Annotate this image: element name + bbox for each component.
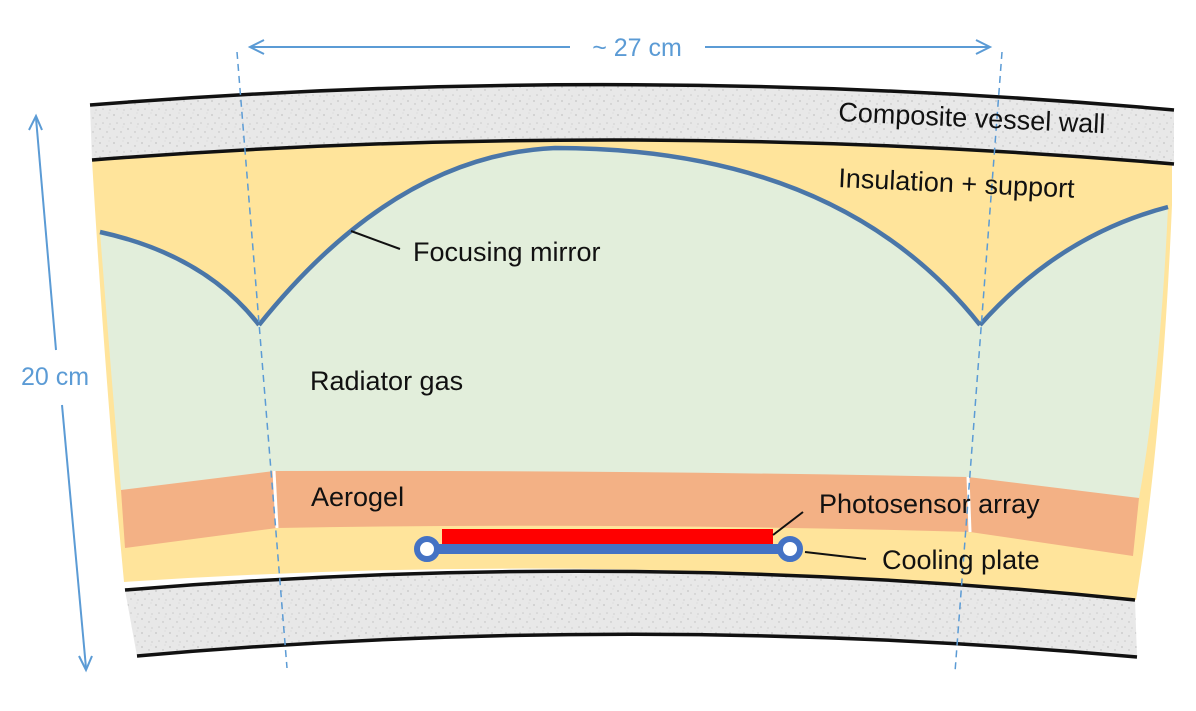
bottom-wall-inner-line bbox=[124, 569, 1136, 602]
cooling-plate-label: Cooling plate bbox=[882, 545, 1040, 575]
height-arrowhead-bottom bbox=[78, 655, 93, 673]
height-dimension-label: 20 cm bbox=[21, 363, 89, 391]
bottom-wall-outer-line bbox=[136, 632, 1138, 659]
cooling-leader-line bbox=[804, 551, 867, 560]
photosensor-array bbox=[442, 529, 773, 544]
sector-boundary-right bbox=[954, 51, 1003, 673]
aerogel-layer bbox=[121, 470, 1139, 556]
top-wall-outer-line bbox=[89, 82, 1175, 112]
photosensor-leader-line bbox=[772, 511, 804, 536]
cooling-plate-right-port bbox=[777, 536, 803, 562]
cooling-plate-left-port bbox=[414, 536, 440, 562]
aerogel-label: Aerogel bbox=[311, 482, 404, 512]
focusing-mirror-label: Focusing mirror bbox=[413, 237, 601, 267]
top-wall-inner-line bbox=[91, 138, 1175, 166]
aerogel-right-seam bbox=[966, 476, 972, 533]
width-dimension-label: ~ 27 cm bbox=[592, 34, 682, 62]
focusing-mirror-right bbox=[978, 204, 1169, 327]
width-arrowhead-left bbox=[247, 39, 265, 55]
width-arrowhead-right bbox=[975, 39, 993, 55]
height-arrowhead-top bbox=[28, 113, 43, 131]
photosensor-array-label: Photosensor array bbox=[819, 489, 1040, 519]
radiator-gas-label: Radiator gas bbox=[310, 366, 463, 396]
radiator-gas-region bbox=[100, 148, 1168, 498]
bottom-vessel-wall bbox=[125, 571, 1137, 657]
aerogel-left-seam bbox=[272, 470, 279, 529]
focusing-mirror-left bbox=[99, 229, 261, 327]
focusing-mirror-center bbox=[257, 145, 982, 327]
height-dimension-line-upper bbox=[35, 117, 57, 351]
height-dimension-line-lower bbox=[61, 404, 87, 669]
mirror-leader-line bbox=[350, 230, 401, 250]
